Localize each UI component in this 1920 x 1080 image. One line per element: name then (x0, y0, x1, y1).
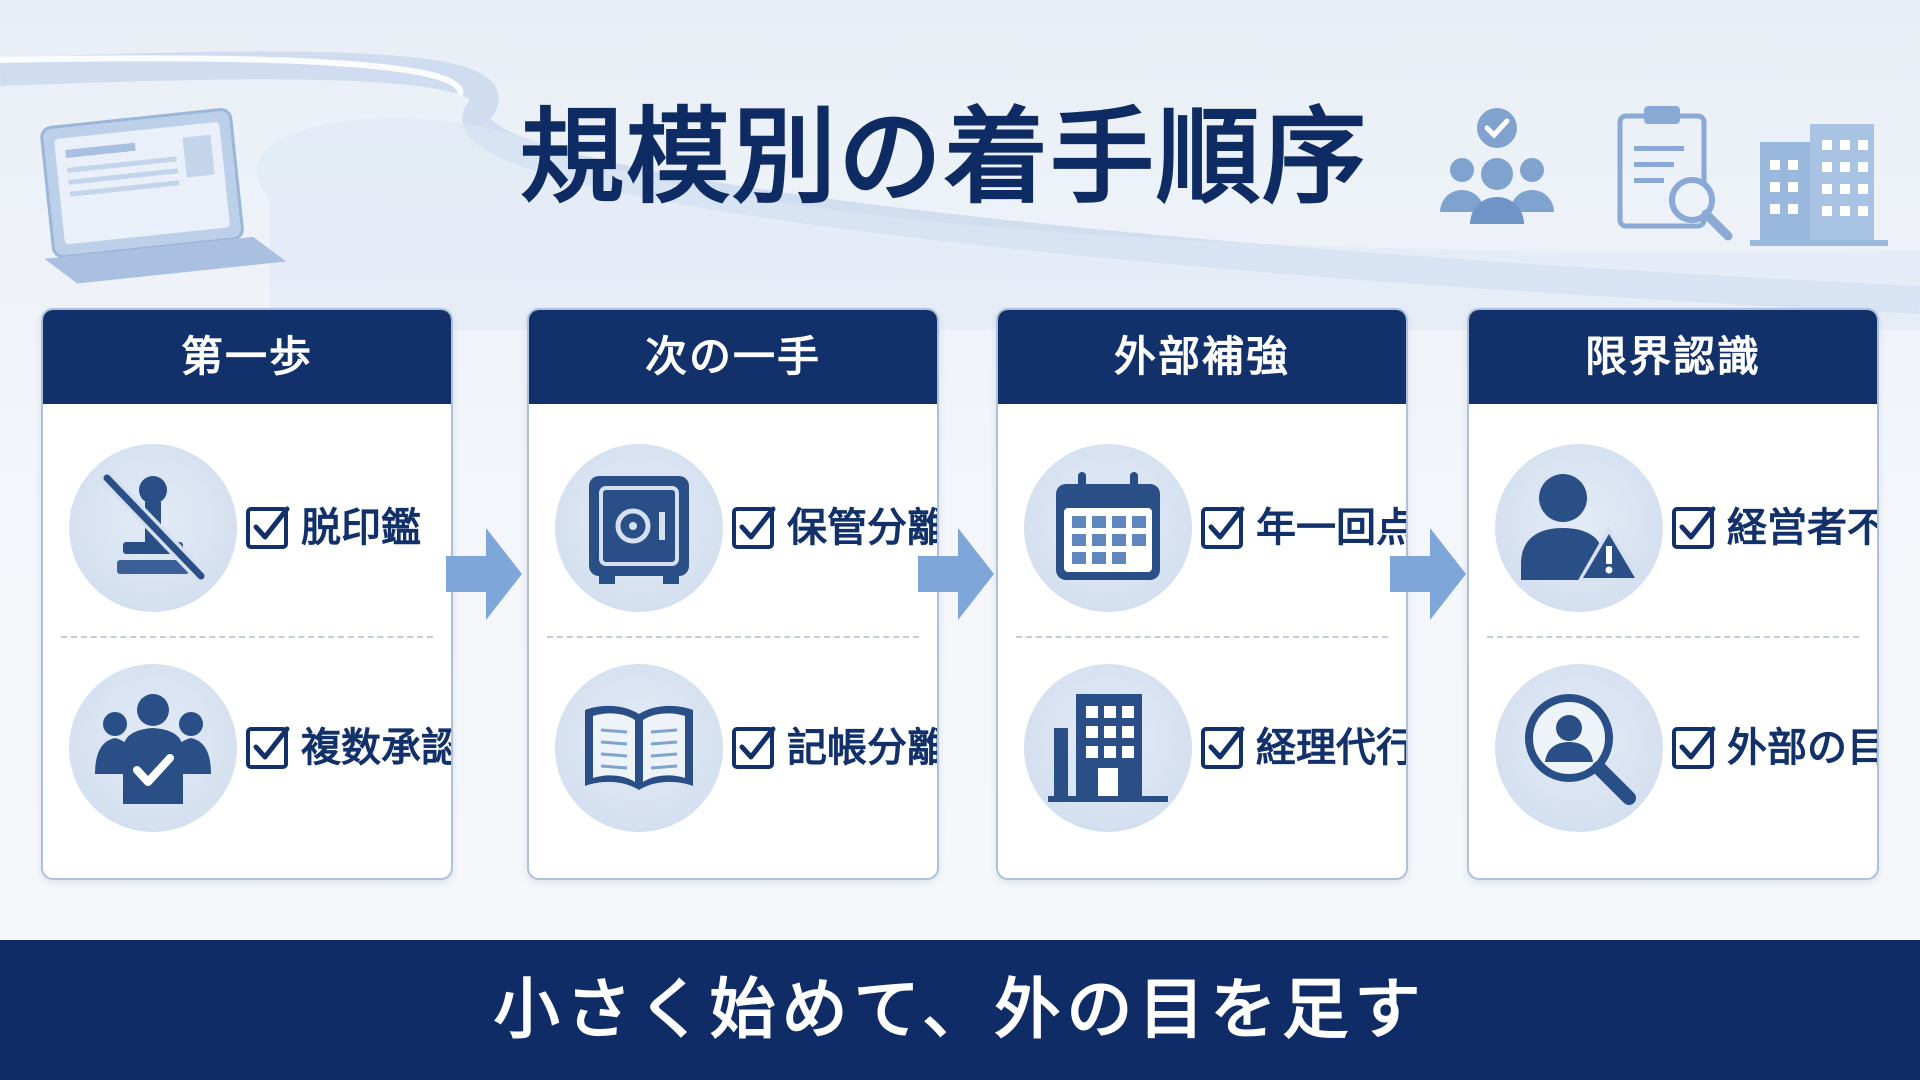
clipboard-search-icon (1617, 106, 1733, 241)
checkbox-checked-icon (1671, 724, 1719, 772)
checkbox-checked-icon (1200, 724, 1248, 772)
laptop-icon (40, 108, 287, 284)
stage-heading: 限界認識 (1469, 310, 1877, 404)
dashed-divider (547, 636, 919, 638)
stage-card-3: 外部補強 年一回点検 (996, 308, 1408, 880)
item-label: 経理代行 (1256, 725, 1408, 771)
checklist-item: 経営者不正 (1469, 438, 1877, 618)
dashed-divider (1487, 636, 1859, 638)
arrow-right-icon (918, 528, 994, 620)
item-label: 脱印鑑 (301, 505, 421, 551)
item-label: 年一回点検 (1256, 505, 1406, 551)
stage-card-2: 次の一手 保管分離 (527, 308, 939, 880)
dashed-divider (1016, 636, 1388, 638)
footer-banner: 小さく始めて、外の目を足す (0, 940, 1920, 1080)
item-label: 記帳分離 (787, 725, 939, 771)
checkbox-checked-icon (1200, 504, 1248, 552)
item-label: 複数承認 (301, 725, 453, 771)
item-label: 保管分離 (787, 505, 939, 551)
open-book-icon (555, 664, 723, 832)
team-check-icon (1440, 108, 1554, 224)
stage-card-4: 限界認識 経営者不正 外部の目 (1467, 308, 1879, 880)
dashed-divider (61, 636, 433, 638)
arrow-right-icon (446, 528, 522, 620)
office-building-icon (1024, 664, 1192, 832)
calendar-icon (1024, 444, 1192, 612)
item-label: 経営者不正 (1727, 505, 1877, 551)
stage-card-1: 第一歩 脱印鑑 (41, 308, 453, 880)
checkbox-checked-icon (1671, 504, 1719, 552)
person-warning-icon (1495, 444, 1663, 612)
background-swoosh (0, 51, 1920, 330)
stage-heading: 外部補強 (998, 310, 1406, 404)
item-label: 外部の目 (1727, 725, 1879, 771)
checklist-item: 脱印鑑 (43, 438, 451, 618)
checkbox-checked-icon (731, 504, 779, 552)
office-building-icon (1750, 124, 1888, 246)
checkbox-checked-icon (245, 504, 293, 552)
arrow-right-icon (1390, 528, 1466, 620)
checklist-item: 経理代行 (998, 658, 1406, 838)
no-stamp-icon (69, 444, 237, 612)
checklist-item: 外部の目 (1469, 658, 1877, 838)
group-approval-icon (69, 664, 237, 832)
checklist-item: 年一回点検 (998, 438, 1406, 618)
stage-heading: 第一歩 (43, 310, 451, 404)
checkbox-checked-icon (245, 724, 293, 772)
stage-heading: 次の一手 (529, 310, 937, 404)
safe-icon (555, 444, 723, 612)
checklist-item: 保管分離 (529, 438, 937, 618)
checkbox-checked-icon (731, 724, 779, 772)
magnifier-person-icon (1495, 664, 1663, 832)
checklist-item: 複数承認 (43, 658, 451, 838)
page-title: 規模別の着手順序 (520, 96, 1369, 218)
checklist-item: 記帳分離 (529, 658, 937, 838)
